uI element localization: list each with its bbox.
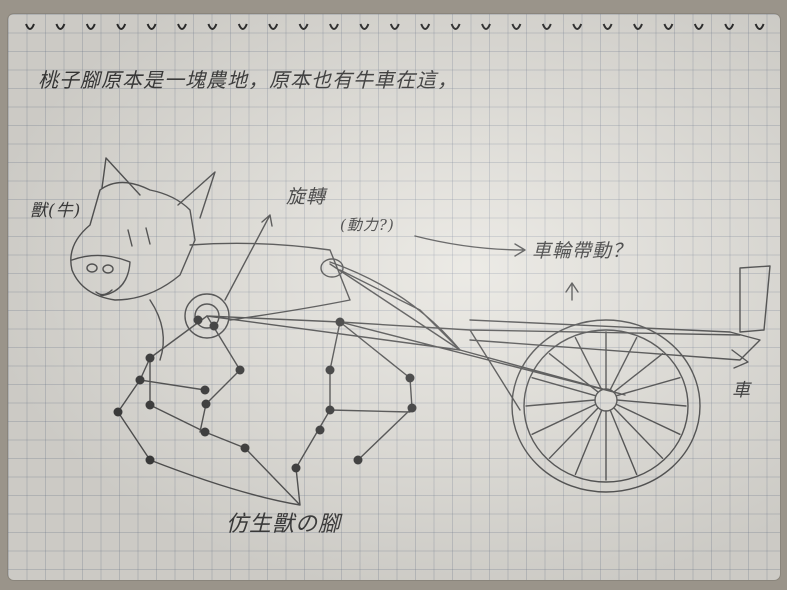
leg-joint — [201, 399, 211, 409]
back-legs — [295, 321, 413, 469]
leg-joint — [240, 443, 250, 453]
spiral-ring — [268, 23, 279, 30]
cart-shaft — [469, 319, 761, 361]
spiral-ring — [572, 23, 583, 30]
leg-joint — [405, 373, 415, 383]
leg-joint — [145, 455, 155, 465]
spiral-binding — [25, 23, 765, 30]
spiral-ring — [329, 23, 339, 30]
crank-link — [329, 261, 461, 351]
crank-pivot — [320, 258, 344, 278]
wheel-spoke — [548, 352, 599, 393]
cow-eye-right — [145, 227, 151, 245]
note-legs-label: 仿生獸の腳 — [226, 512, 342, 537]
wheel-spoke — [616, 399, 687, 407]
spiral-ring — [116, 23, 127, 30]
leg-joint — [291, 463, 301, 473]
leg-joint — [145, 400, 155, 410]
cow-muzzle — [71, 254, 131, 297]
leg-joint — [235, 365, 245, 375]
power-arrow — [414, 235, 526, 257]
cow-nostril-left — [86, 263, 98, 273]
leg-joint — [193, 315, 203, 325]
wheel-spoke — [548, 407, 599, 460]
leg-joint-dots — [113, 315, 417, 473]
wheel-spoke — [531, 376, 597, 397]
cow-body — [189, 242, 351, 321]
spiral-ring — [177, 23, 187, 30]
leg-joint — [353, 455, 363, 465]
spiral-ring — [633, 23, 643, 30]
wheel-spoke — [609, 409, 638, 476]
legs-pointer-lines — [149, 447, 301, 506]
cow-nostril-right — [102, 264, 114, 274]
spiral-ring — [420, 23, 431, 30]
spiral-ring — [207, 23, 218, 30]
cow-ear-right — [177, 171, 216, 219]
spiral-ring — [25, 23, 35, 30]
front-legs — [117, 315, 246, 461]
rotate-arrow — [224, 214, 273, 301]
spiral-ring — [511, 23, 522, 30]
wheel-spoke — [574, 336, 603, 391]
leg-joint — [407, 403, 417, 413]
cow-eye-left — [127, 229, 133, 247]
leg-joint — [315, 425, 325, 435]
wheel-spoke — [615, 403, 681, 436]
cart-arrow — [731, 349, 749, 369]
spiral-ring — [541, 23, 552, 30]
spiral-ring — [237, 23, 248, 30]
note-rotate-label: 旋轉 — [286, 186, 327, 208]
wheel-arrow — [565, 282, 579, 301]
cow-head — [70, 181, 196, 301]
leg-joint — [145, 353, 155, 363]
spiral-ring — [602, 23, 613, 30]
note-cart-label: 車 — [732, 380, 751, 401]
spiral-ring — [146, 23, 157, 30]
spiral-ring — [481, 23, 491, 30]
wheel-spoke — [531, 403, 597, 436]
leg-joint — [200, 427, 210, 437]
cow-mouth — [95, 289, 113, 296]
wheel-spoke — [615, 376, 681, 397]
note-beast-label: 獸(牛) — [30, 201, 82, 221]
leg-joint — [325, 405, 335, 415]
rotor-joint — [184, 293, 230, 339]
leg-joint — [325, 365, 335, 375]
spiral-ring — [663, 23, 674, 30]
spiral-ring — [754, 23, 765, 30]
wheel-spoke — [574, 409, 603, 476]
leg-joint — [209, 321, 219, 331]
wheel-spoke — [613, 407, 664, 460]
spiral-ring — [389, 23, 400, 30]
leg-joint — [113, 407, 123, 417]
spiral-ring — [85, 23, 96, 30]
drive-rods — [206, 263, 741, 411]
spiral-ring — [298, 23, 309, 30]
spiral-ring — [359, 23, 370, 30]
cart-wheel-inner — [523, 329, 689, 483]
cow-neck — [149, 299, 165, 361]
cart-wheel-spokes — [525, 331, 687, 481]
spiral-ring — [55, 23, 66, 30]
cart-wheel-outer — [511, 319, 701, 493]
note-wheel-label: 車輪帶動？ — [532, 240, 633, 262]
leg-joint — [135, 375, 145, 385]
spiral-ring — [693, 23, 704, 30]
cart-back-post — [739, 265, 771, 333]
wheel-spoke — [609, 336, 638, 391]
leg-joint — [335, 317, 345, 327]
wheel-spoke — [613, 352, 664, 393]
note-top-line: 桃子腳原本是一塊農地，原本也有牛車在這， — [38, 68, 458, 92]
spiral-ring — [450, 23, 461, 30]
wheel-spoke — [525, 399, 596, 407]
cow-ear-left — [101, 157, 141, 196]
note-power-label: (動力?) — [340, 216, 395, 234]
leg-joint — [200, 385, 210, 395]
spiral-ring — [724, 23, 735, 30]
